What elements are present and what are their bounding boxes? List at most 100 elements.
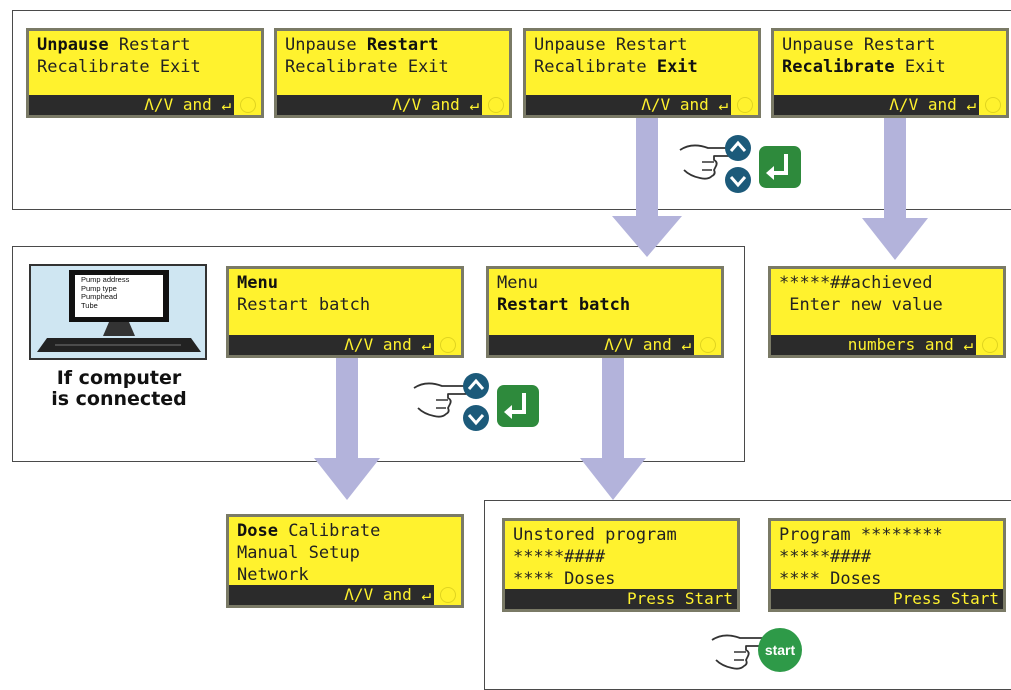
lcd-footer-bar: Λ/V and ↵ — [774, 95, 1006, 115]
caption-line: If computer — [56, 367, 182, 389]
lcd-line: Unstored program — [513, 525, 677, 545]
screen-line: Pumphead — [81, 292, 118, 301]
computer-illustration: Pump address Pump type Pumphead Tube — [29, 264, 207, 360]
lcd-line: Recalibrate Exit — [782, 57, 946, 77]
lcd-footer-text: Λ/V and ↵ — [641, 95, 728, 114]
lcd-selected-option: Unpause — [37, 35, 109, 55]
arrow-exit-to-menu — [612, 112, 682, 257]
lcd-text: Unpause Restart — [534, 35, 688, 55]
caption-line: is connected — [51, 388, 187, 410]
lcd-footer-text: Λ/V and ↵ — [889, 95, 976, 114]
lcd-text: **** Doses — [779, 569, 882, 589]
lcd-footer-text: Press Start — [893, 589, 999, 608]
lcd-corner-indicator — [979, 93, 1006, 115]
start-button-label: start — [764, 642, 796, 658]
lcd-line: Recalibrate Exit — [534, 57, 698, 77]
enter-button-icon[interactable] — [496, 384, 540, 428]
lcd-selected-option: Menu — [237, 273, 278, 293]
lcd-text: *****#### — [779, 547, 872, 567]
lcd-footer-bar: Press Start — [505, 589, 737, 609]
lcd-text: **** Doses — [513, 569, 616, 589]
lcd-text: Restart batch — [237, 295, 371, 315]
lcd-corner-indicator — [976, 333, 1003, 355]
lcd-line: Network — [237, 565, 309, 585]
lcd-footer-text: Λ/V and ↵ — [604, 335, 691, 354]
up-button-icon[interactable] — [462, 372, 490, 400]
arrow-restart-to-program — [580, 352, 646, 500]
lcd-text: Unpause Restart — [782, 35, 936, 55]
start-button[interactable]: start — [758, 628, 802, 672]
top-frame — [12, 10, 1011, 210]
lcd-line: *****#### — [513, 547, 605, 567]
lcd-footer-text: Λ/V and ↵ — [344, 585, 431, 604]
lcd-text: Exit — [894, 57, 946, 77]
lcd-corner-indicator — [482, 93, 509, 115]
lcd-text: Program ******** — [779, 525, 943, 545]
lcd-text: Recalibrate Exit — [37, 57, 201, 77]
lcd-text: Restart — [108, 35, 191, 55]
lcd-selected-option: Exit — [656, 57, 698, 77]
computer-screen-text: Pump address Pump type Pumphead Tube — [81, 275, 129, 310]
lcd-recalibrate-entry: *****##achieved Enter new value numbers a… — [768, 266, 1006, 358]
lcd-footer-bar: Λ/V and ↵ — [277, 95, 509, 115]
lcd-selected-option: Dose — [237, 521, 278, 541]
lcd-text: Unpause — [285, 35, 367, 55]
enter-button-icon[interactable] — [758, 145, 802, 189]
lcd-footer-bar: Λ/V and ↵ — [29, 95, 261, 115]
lcd-line: Unpause Restart — [37, 35, 191, 55]
lcd-footer-bar: Press Start — [771, 589, 1003, 609]
lcd-footer-bar: Λ/V and ↵ — [229, 335, 461, 355]
lcd-selected-option: Restart — [366, 35, 439, 55]
lcd-line: **** Doses — [779, 569, 881, 589]
lcd-text: Menu — [497, 273, 538, 293]
lcd-line: Restart batch — [497, 295, 630, 315]
lcd-text: *****##achieved — [779, 273, 933, 293]
lcd-corner-indicator — [694, 333, 721, 355]
screen-line: Pump type — [81, 283, 117, 293]
up-button-icon[interactable] — [724, 134, 752, 162]
lcd-line: Recalibrate Exit — [37, 57, 201, 77]
lcd-text: Recalibrate Exit — [285, 57, 449, 77]
lcd-line: Dose Calibrate — [237, 521, 380, 541]
lcd-line: *****#### — [779, 547, 871, 567]
down-button-icon[interactable] — [462, 404, 490, 432]
lcd-text: Unstored program — [513, 525, 677, 545]
lcd-line: Menu — [237, 273, 278, 293]
lcd-line: Restart batch — [237, 295, 370, 315]
down-button-icon[interactable] — [724, 166, 752, 194]
lcd-selected-option: Recalibrate — [782, 57, 895, 77]
lcd-text: Manual Setup — [237, 543, 360, 563]
lcd-text: Network — [237, 565, 309, 585]
lcd-line: **** Doses — [513, 569, 615, 589]
arrow-menu-to-dose — [314, 352, 380, 500]
middle-frame — [12, 246, 745, 462]
lcd-line: Manual Setup — [237, 543, 360, 563]
lcd-text: *****#### — [513, 547, 606, 567]
lcd-footer-text: Λ/V and ↵ — [392, 95, 479, 114]
lcd-line: Recalibrate Exit — [285, 57, 449, 77]
lcd-line: *****##achieved — [779, 273, 933, 293]
lcd-line: Unpause Restart — [534, 35, 688, 55]
lcd-footer-text: Press Start — [627, 589, 733, 608]
lcd-footer-bar: Λ/V and ↵ — [489, 335, 721, 355]
lcd-footer-bar: numbers and ↵ — [771, 335, 1003, 355]
lcd-corner-indicator — [234, 93, 261, 115]
lcd-text: Enter new value — [779, 295, 943, 315]
lcd-line: Program ******** — [779, 525, 943, 545]
lcd-line: Unpause Restart — [782, 35, 936, 55]
lcd-corner-indicator — [434, 583, 461, 605]
lcd-footer-bar: Λ/V and ↵ — [229, 585, 461, 605]
lcd-line: Menu — [497, 273, 538, 293]
lcd-line: Unpause Restart — [285, 35, 439, 55]
lcd-corner-indicator — [434, 333, 461, 355]
lcd-selected-option: Restart batch — [497, 295, 631, 315]
